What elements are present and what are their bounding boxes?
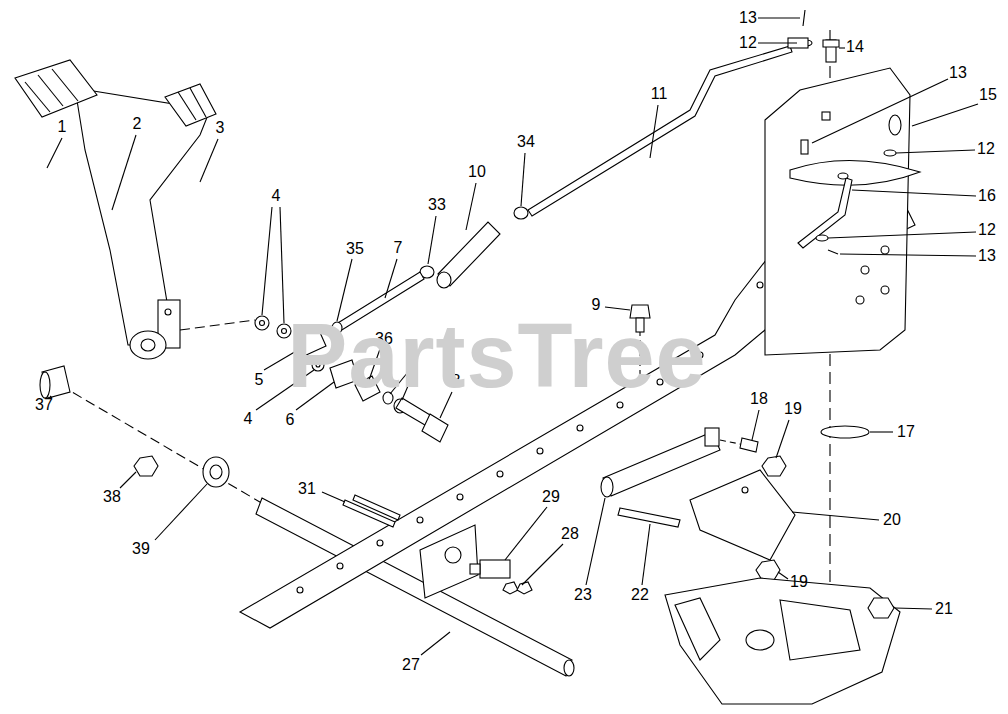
- callout-number: 1: [58, 119, 67, 135]
- callout-number: 33: [428, 197, 446, 213]
- callout-number: 12: [978, 222, 996, 238]
- callout-number: 20: [883, 512, 901, 528]
- callout-number: 4: [272, 188, 281, 204]
- callout-number: 18: [750, 391, 768, 407]
- callout-number: 2: [133, 116, 142, 132]
- callout-number: 13: [739, 10, 757, 26]
- callout-number: 6: [286, 412, 295, 428]
- callout-number: 17: [897, 424, 915, 440]
- callout-number: 34: [517, 134, 535, 150]
- callout-number: 19: [784, 401, 802, 417]
- callout-number: 5: [255, 372, 264, 388]
- callout-number: 3: [216, 120, 225, 136]
- exploded-view: [15, 10, 978, 704]
- watermark: PartsTree: [287, 311, 706, 401]
- callout-number: 19: [790, 574, 808, 590]
- callout-number: 35: [346, 241, 364, 257]
- callout-number: 15: [979, 87, 997, 103]
- callout-number: 12: [977, 141, 995, 157]
- callout-number: 27: [402, 657, 420, 673]
- callout-number: 7: [394, 240, 403, 256]
- callout-number: 39: [132, 541, 150, 557]
- callout-number: 38: [103, 489, 121, 505]
- callout-number: 4: [244, 411, 253, 427]
- callout-number: 11: [651, 86, 668, 102]
- callout-number: 28: [561, 526, 579, 542]
- callout-number: 37: [35, 397, 53, 413]
- callout-number: 23: [574, 587, 592, 603]
- callout-number: 12: [739, 35, 757, 51]
- callout-number: 31: [298, 481, 316, 497]
- callout-number: 29: [542, 489, 560, 505]
- callout-number: 10: [468, 164, 486, 180]
- callout-number: 13: [978, 248, 996, 264]
- leader-lines: [47, 18, 978, 655]
- callout-number: 22: [631, 587, 649, 603]
- callout-number: 13: [949, 65, 967, 81]
- callout-number: 21: [935, 601, 953, 617]
- callout-number: 14: [846, 39, 864, 55]
- callout-number: 16: [978, 188, 996, 204]
